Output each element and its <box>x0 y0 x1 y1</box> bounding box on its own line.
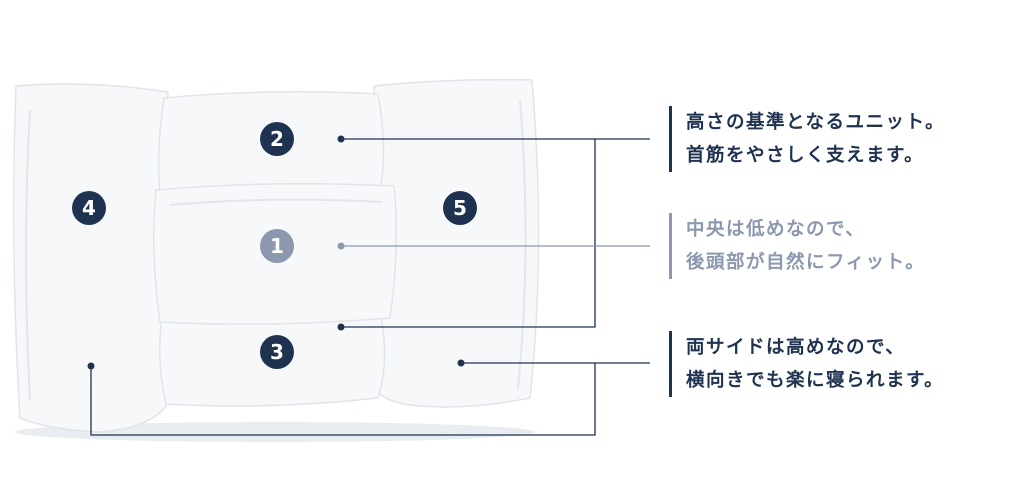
leader-line-unit-3 <box>341 138 650 328</box>
badge-number: 3 <box>270 340 284 364</box>
pillow-shadow <box>15 422 535 442</box>
badge-number: 2 <box>270 127 284 151</box>
caption-line: 両サイドは高めなので、 <box>686 337 906 358</box>
caption-line: 高さの基準となるユニット。 <box>686 112 946 133</box>
caption-center-unit: 中央は低めなので、 後頭部が自然にフィット。 <box>669 213 925 279</box>
leader-dot <box>337 323 345 331</box>
pillow-seam <box>169 198 383 206</box>
leader-dot <box>337 135 345 143</box>
caption-line: 後頭部が自然にフィット。 <box>686 252 926 273</box>
caption-line: 首筋をやさしく支えます。 <box>686 145 925 166</box>
badge-number: 1 <box>270 234 284 258</box>
badge-number: 4 <box>82 196 96 220</box>
badge-unit-3: 3 <box>260 335 294 369</box>
caption-height-unit: 高さの基準となるユニット。 首筋をやさしく支えます。 <box>669 106 945 172</box>
badge-unit-5: 5 <box>443 191 477 225</box>
leader-dot <box>337 242 345 250</box>
leader-lines <box>90 138 650 436</box>
pillow-seam <box>517 99 527 389</box>
pillow-unit-5 <box>373 78 540 408</box>
badge-number: 5 <box>453 196 467 220</box>
badge-unit-4: 4 <box>72 191 106 225</box>
caption-line: 横向きでも楽に寝られます。 <box>686 370 945 391</box>
leader-line-unit-4 <box>90 363 596 436</box>
leader-dot <box>457 359 465 367</box>
leader-dot <box>87 362 95 370</box>
badge-unit-2: 2 <box>260 122 294 156</box>
pillow-unit-4 <box>13 83 169 433</box>
caption-side-units: 両サイドは高めなので、 横向きでも楽に寝られます。 <box>669 331 944 397</box>
badge-unit-1: 1 <box>260 229 294 263</box>
pillow-seam <box>25 109 31 401</box>
caption-line: 中央は低めなので、 <box>686 219 866 240</box>
leader-dots <box>87 135 465 370</box>
